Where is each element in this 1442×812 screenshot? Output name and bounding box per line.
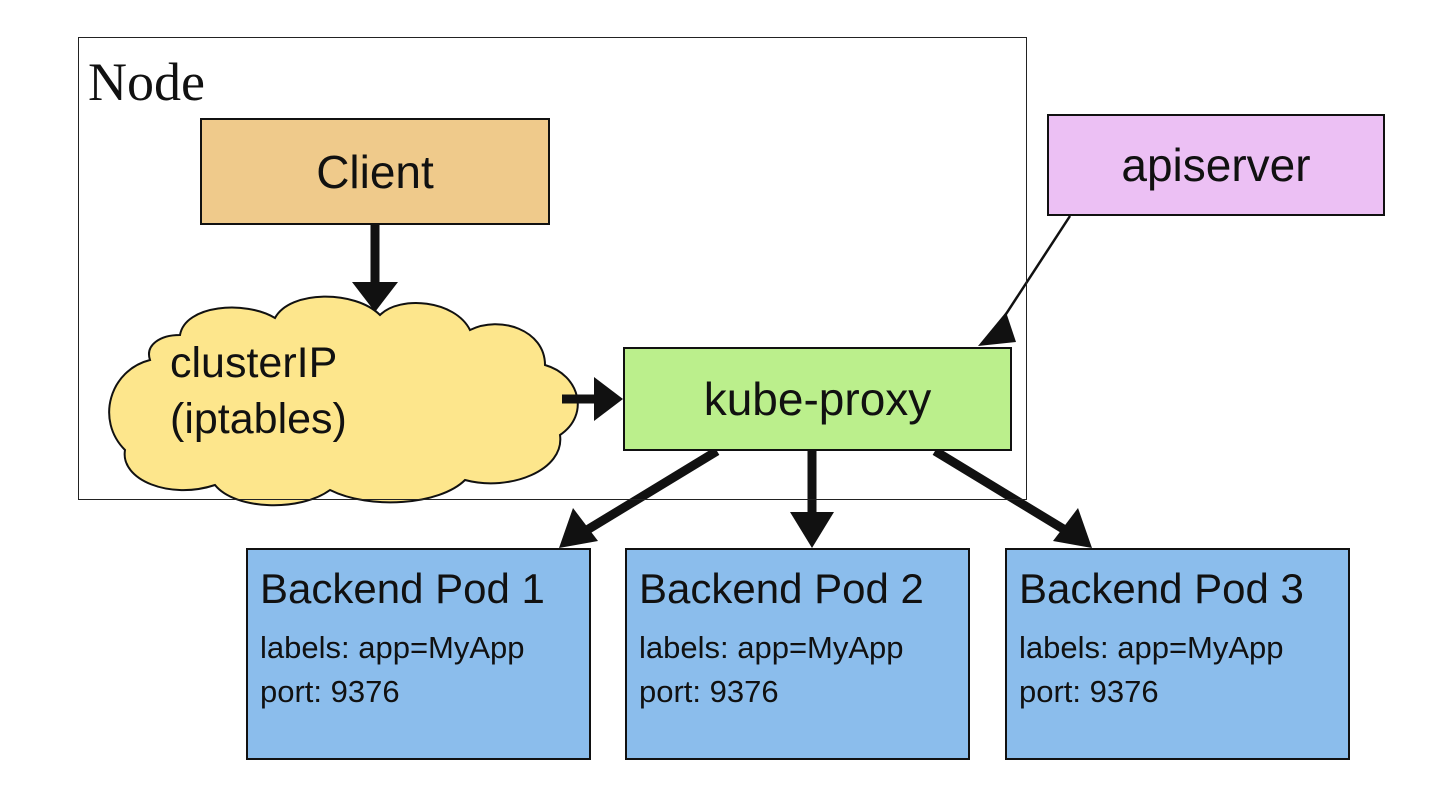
arrowhead-proxy-to-pod1 <box>559 508 598 548</box>
apiserver-label: apiserver <box>1121 139 1311 191</box>
arrow-proxy-to-pod1 <box>584 447 720 534</box>
backend-pod-3: Backend Pod 3 labels: app=MyApp port: 93… <box>1005 548 1350 760</box>
pod-title: Backend Pod 1 <box>260 565 545 612</box>
node-boundary <box>78 37 1027 500</box>
arrowhead-proxy-to-pod3 <box>1053 508 1092 548</box>
pod-labels: labels: app=MyApp <box>1019 630 1284 665</box>
node-label: Node <box>88 52 205 112</box>
pod-labels: labels: app=MyApp <box>260 630 525 665</box>
arrowhead-client-to-clusterip <box>352 282 398 312</box>
arrowhead-proxy-to-pod2 <box>790 512 834 548</box>
pod-port: port: 9376 <box>1019 674 1159 709</box>
cluster-ip-label: clusterIP (iptables) <box>170 335 400 447</box>
arrowhead-apiserver-to-proxy <box>978 312 1016 346</box>
cluster-ip-cloud <box>108 295 579 507</box>
cluster-ip-line1: clusterIP <box>170 339 338 387</box>
backend-pod-2: Backend Pod 2 labels: app=MyApp port: 93… <box>625 548 970 760</box>
apiserver-box: apiserver <box>1047 114 1385 216</box>
pod-title: Backend Pod 2 <box>639 565 924 612</box>
arrowhead-clusterip-to-proxy <box>594 377 623 421</box>
pod-labels: labels: app=MyApp <box>639 630 904 665</box>
arrow-proxy-to-pod3 <box>932 447 1068 534</box>
pod-port: port: 9376 <box>639 674 779 709</box>
kube-proxy-label: kube-proxy <box>703 373 932 425</box>
pod-title: Backend Pod 3 <box>1019 565 1304 612</box>
kube-proxy-box: kube-proxy <box>623 347 1012 451</box>
client-label: Client <box>316 145 434 198</box>
pod-port: port: 9376 <box>260 674 400 709</box>
backend-pod-1: Backend Pod 1 labels: app=MyApp port: 93… <box>246 548 591 760</box>
cluster-ip-line2: (iptables) <box>170 395 347 443</box>
client-box: Client <box>200 118 550 225</box>
